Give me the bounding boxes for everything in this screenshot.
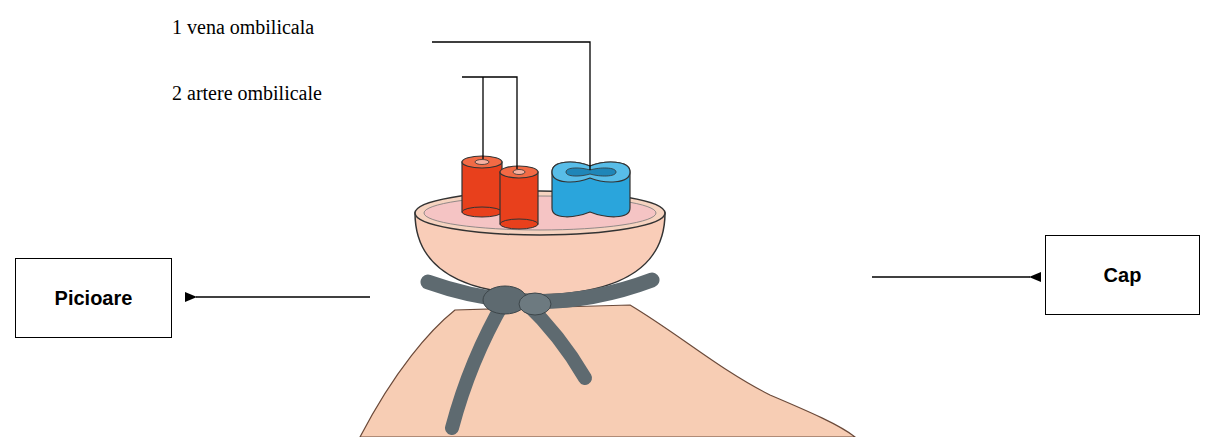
leader-line — [462, 77, 517, 169]
direction-box: Cap — [1045, 235, 1200, 315]
part-label: 1 vena ombilicala — [172, 16, 314, 39]
artery-top — [500, 166, 538, 178]
artery-lumen — [513, 170, 525, 175]
box-text: Picioare — [55, 287, 133, 310]
part-label: 2 artere ombilicale — [172, 82, 322, 105]
artery — [500, 219, 538, 229]
direction-arrow — [196, 296, 370, 298]
vein — [552, 162, 630, 217]
vein-lumen — [566, 168, 616, 176]
leader-line — [432, 42, 590, 170]
artery — [500, 172, 538, 224]
artery-lumen — [475, 160, 489, 165]
leader-line — [482, 77, 483, 159]
artery — [462, 207, 502, 217]
artery — [462, 162, 502, 212]
direction-arrow — [872, 276, 1030, 278]
abdominal-skin — [360, 305, 855, 437]
vein-top — [552, 162, 630, 182]
cord-tie-end — [452, 300, 505, 428]
cord-knot — [519, 293, 551, 315]
direction-box: Picioare — [15, 258, 172, 338]
artery-top — [462, 156, 502, 168]
box-text: Cap — [1104, 264, 1142, 287]
